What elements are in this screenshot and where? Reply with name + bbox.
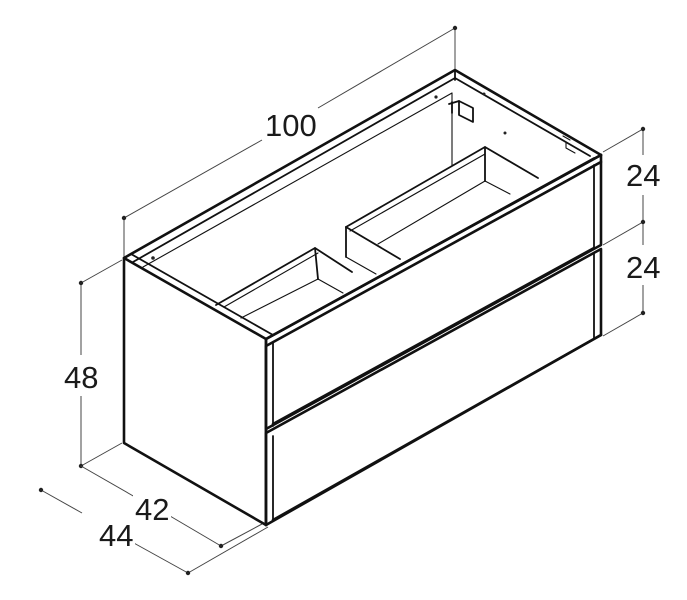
- drawer-height-dimensions: [602, 126, 646, 337]
- cabinet-carcass: [122, 68, 603, 527]
- width-label: 100: [263, 108, 319, 143]
- depth-outer-label: 44: [97, 518, 136, 553]
- depth-inner-label: 42: [133, 492, 172, 527]
- width-dimension: [121, 25, 458, 258]
- height-label: 48: [62, 360, 101, 395]
- depth-inner-dimension: [80, 465, 263, 549]
- right-drawer-tray: [345, 146, 539, 275]
- left-drawer-tray: [215, 247, 353, 319]
- drawer-bottom-height-label: 24: [624, 250, 663, 285]
- dimension-lines: [38, 25, 646, 576]
- depth-outer-dimension: [38, 487, 269, 576]
- height-dimension: [78, 259, 123, 469]
- left-side-panel: [122, 256, 268, 527]
- drawer-top-height-label: 24: [624, 158, 663, 193]
- wall-hanging-bracket: [448, 100, 474, 123]
